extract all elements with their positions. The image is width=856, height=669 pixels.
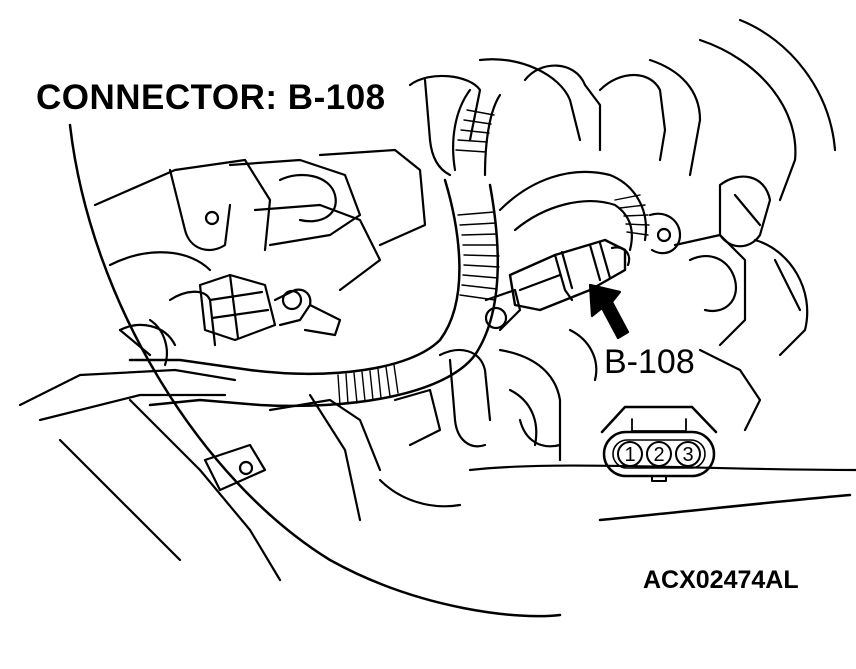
figure-code: ACX02474AL [643,566,799,595]
connector-pin-1 [617,441,643,467]
connector-pin-2 [646,441,672,467]
pin-label-2: 2 [653,444,664,466]
connector-pin-3 [675,441,701,467]
pin-label-3: 3 [682,444,693,466]
diagram-title: CONNECTOR: B-108 [36,78,390,118]
connector-callout-label: B-108 [604,343,695,382]
connector-face-icon [600,405,718,482]
pin-label-1: 1 [624,444,635,466]
